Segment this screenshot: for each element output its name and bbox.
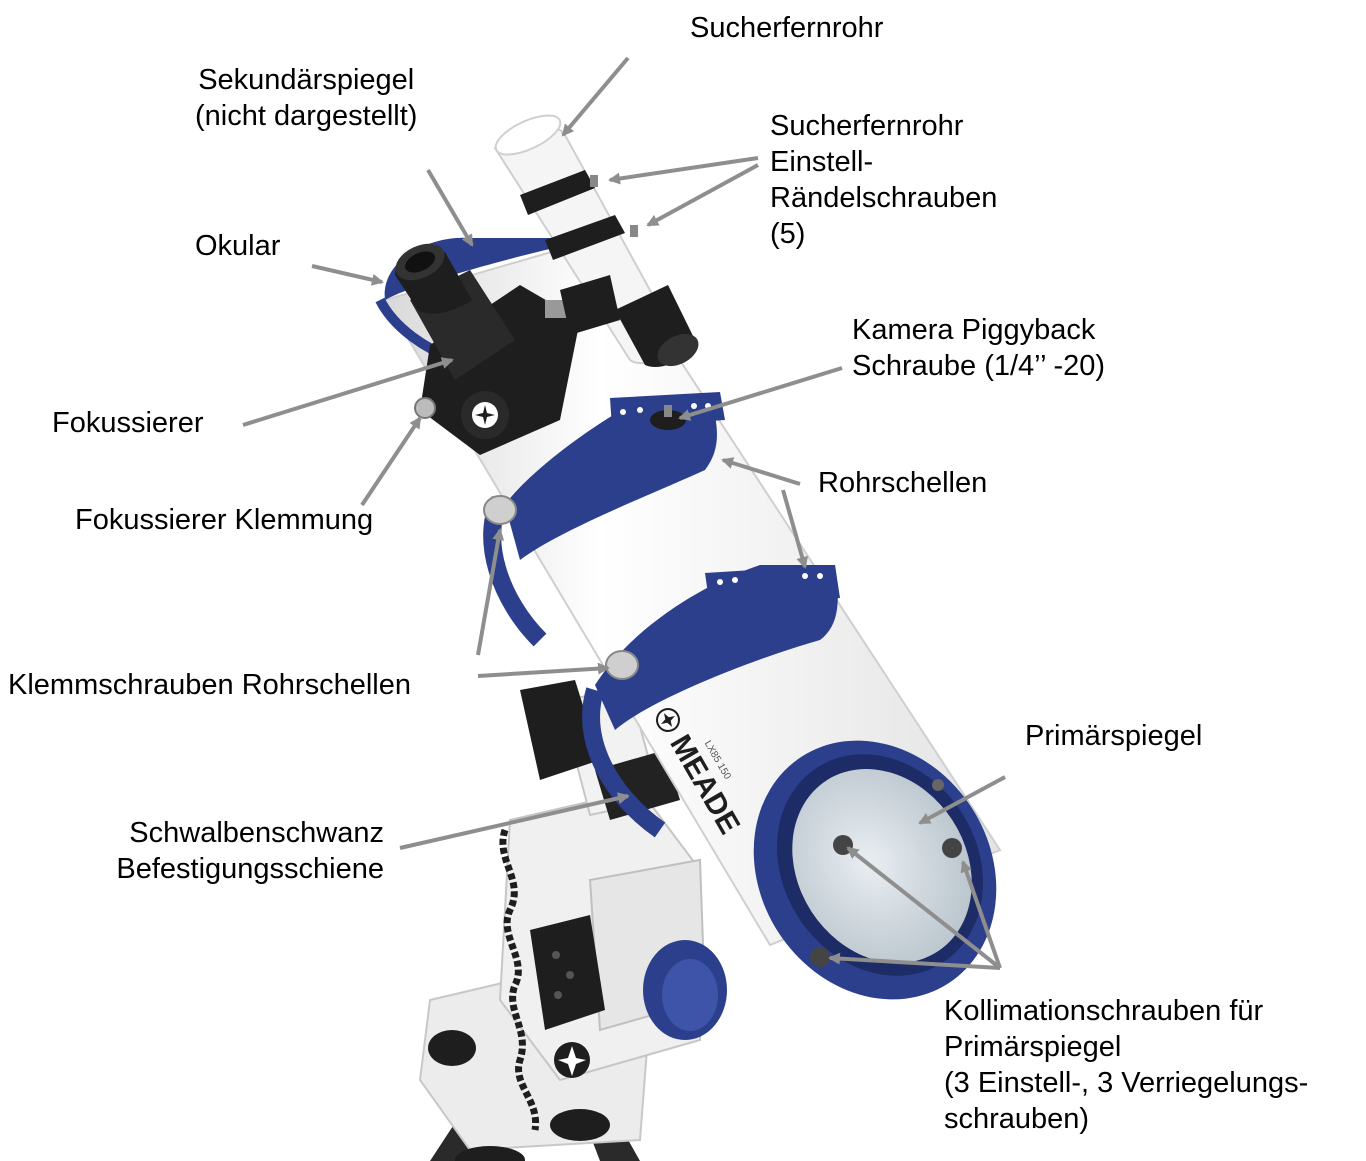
label-ring-lock-screws: Klemmschrauben Rohrschellen xyxy=(8,667,411,703)
label-primary-mirror: Primärspiegel xyxy=(1025,718,1202,754)
label-tube-rings: Rohrschellen xyxy=(818,465,987,501)
label-finder-screws: Sucherfernrohr Einstell- Rändelschrauben… xyxy=(770,108,997,252)
label-camera-piggyback-bolt: Kamera Piggyback Schraube (1/4’’ -20) xyxy=(852,312,1105,384)
label-secondary-mirror: Sekundärspiegel (nicht dargestellt) xyxy=(195,62,417,134)
label-focuser: Fokussierer xyxy=(52,405,204,441)
arrow-focuser-lock xyxy=(362,418,420,505)
arrow-secondary xyxy=(428,170,472,245)
label-eyepiece: Okular xyxy=(195,228,280,264)
arrow-eyepiece xyxy=(312,266,382,282)
arrow-finder-screw-2 xyxy=(648,165,758,225)
label-focuser-lock: Fokussierer Klemmung xyxy=(75,502,373,538)
label-dovetail-rail: Schwalbenschwanz Befestigungsschiene xyxy=(88,815,384,887)
arrow-ring-lock-2 xyxy=(478,668,608,676)
label-collimation-screws: Kollimationschrauben für Primärspiegel (… xyxy=(944,993,1308,1137)
arrow-finder xyxy=(563,58,628,135)
label-finder-scope: Sucherfernrohr xyxy=(690,10,883,46)
